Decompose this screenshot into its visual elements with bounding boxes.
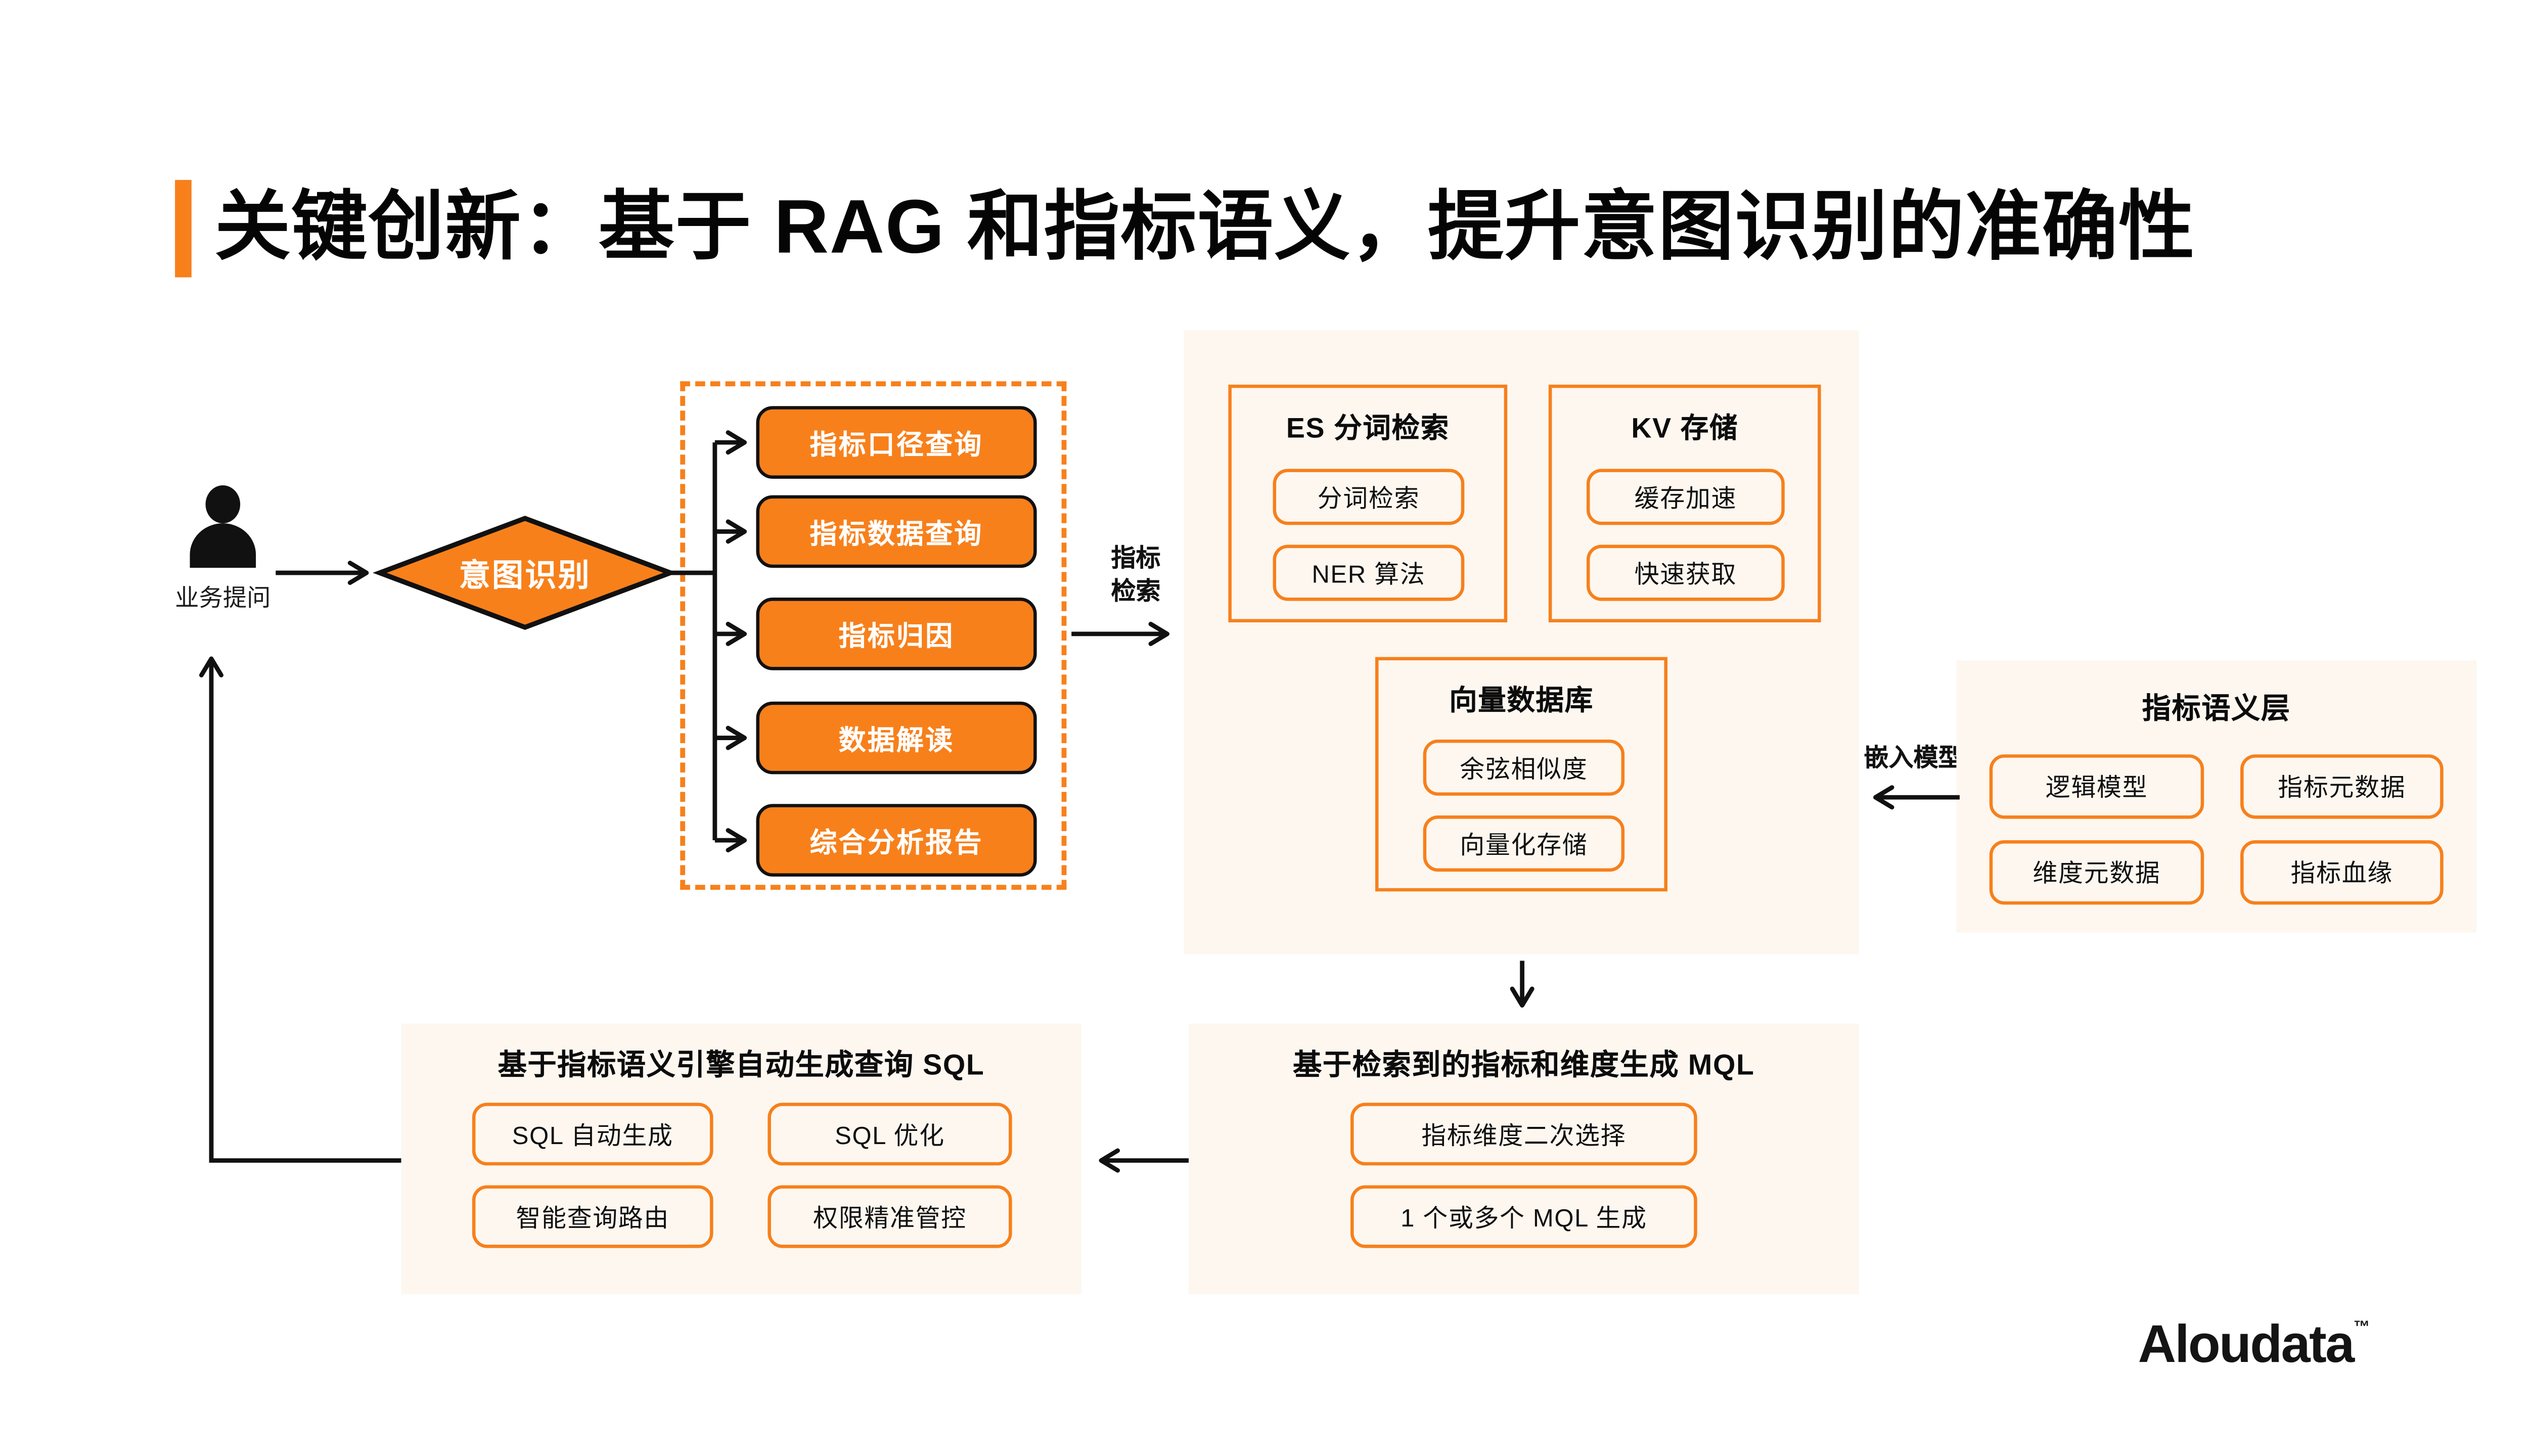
vector-db-box: 向量数据库 余弦相似度 向量化存储 [1375, 657, 1667, 892]
mql-item-secondary-selection: 指标维度二次选择 [1350, 1103, 1697, 1166]
sql-item-smart-query-routing: 智能查询路由 [472, 1185, 713, 1248]
intent-types-group [680, 381, 1067, 890]
kv-store-box: KV 存储 缓存加速 快速获取 [1548, 384, 1821, 623]
mql-generation-panel: 基于检索到的指标和维度生成 MQL 指标维度二次选择 1 个或多个 MQL 生成 [1189, 1023, 1859, 1294]
vector-item-vectorized-storage: 向量化存储 [1423, 815, 1625, 872]
es-item-ner-algorithm: NER 算法 [1273, 544, 1465, 601]
actor-label: 业务提问 [175, 586, 271, 613]
intent-item-metric-attribution: 指标归因 [756, 598, 1037, 670]
intent-item-analysis-report: 综合分析报告 [756, 804, 1037, 877]
intent-item-data-interpretation: 数据解读 [756, 701, 1037, 775]
metric-search-label: 指标 检索 [1111, 544, 1161, 606]
es-item-word-segmentation: 分词检索 [1273, 469, 1465, 525]
aloudata-logo: Aloudata™ [2138, 1314, 2370, 1375]
sql-generation-panel: 基于指标语义引擎自动生成查询 SQL SQL 自动生成 SQL 优化 智能查询路… [401, 1023, 1081, 1294]
user-icon [190, 485, 256, 568]
intent-diamond-label: 意图识别 [459, 559, 591, 594]
embed-model-label: 嵌入模型 [1864, 744, 1963, 773]
semantic-item-metric-metadata: 指标元数据 [2240, 754, 2444, 819]
vector-item-cosine-similarity: 余弦相似度 [1423, 739, 1625, 796]
mql-item-one-or-more-mql: 1 个或多个 MQL 生成 [1350, 1185, 1697, 1248]
business-user: 业务提问 [141, 485, 306, 614]
sql-item-optimization: SQL 优化 [768, 1103, 1012, 1166]
title-accent-bar [175, 179, 192, 278]
kv-item-cache-acceleration: 缓存加速 [1586, 469, 1785, 525]
semantic-layer-panel: 指标语义层 逻辑模型 指标元数据 维度元数据 指标血缘 [1956, 660, 2476, 933]
semantic-item-logical-model: 逻辑模型 [1989, 754, 2204, 819]
mql-panel-title: 基于检索到的指标和维度生成 MQL [1293, 1048, 1755, 1081]
vector-db-title: 向量数据库 [1449, 685, 1594, 717]
title-block: 关键创新：基于 RAG 和指标语义，提升意图识别的准确性 [175, 172, 2195, 281]
kv-store-title: KV 存储 [1631, 413, 1739, 444]
sql-item-auto-generation: SQL 自动生成 [472, 1103, 713, 1166]
kv-item-fast-fetch: 快速获取 [1586, 544, 1785, 601]
es-search-box: ES 分词检索 分词检索 NER 算法 [1228, 384, 1508, 623]
arrow-loop-back-to-user [199, 656, 401, 1163]
semantic-layer-title: 指标语义层 [2142, 692, 2291, 725]
semantic-item-dimension-metadata: 维度元数据 [1989, 840, 2204, 905]
trademark-symbol: ™ [2353, 1318, 2370, 1337]
intent-item-metric-caliber-query: 指标口径查询 [756, 406, 1037, 479]
sql-panel-title: 基于指标语义引擎自动生成查询 SQL [498, 1048, 985, 1081]
es-search-title: ES 分词检索 [1286, 413, 1450, 444]
aloudata-logo-text: Aloudata [2138, 1314, 2355, 1374]
semantic-item-metric-lineage: 指标血缘 [2240, 840, 2444, 905]
intent-item-metric-data-query: 指标数据查询 [756, 495, 1037, 568]
sql-item-permission-control: 权限精准管控 [768, 1185, 1012, 1248]
page-title: 关键创新：基于 RAG 和指标语义，提升意图识别的准确性 [214, 183, 2196, 269]
